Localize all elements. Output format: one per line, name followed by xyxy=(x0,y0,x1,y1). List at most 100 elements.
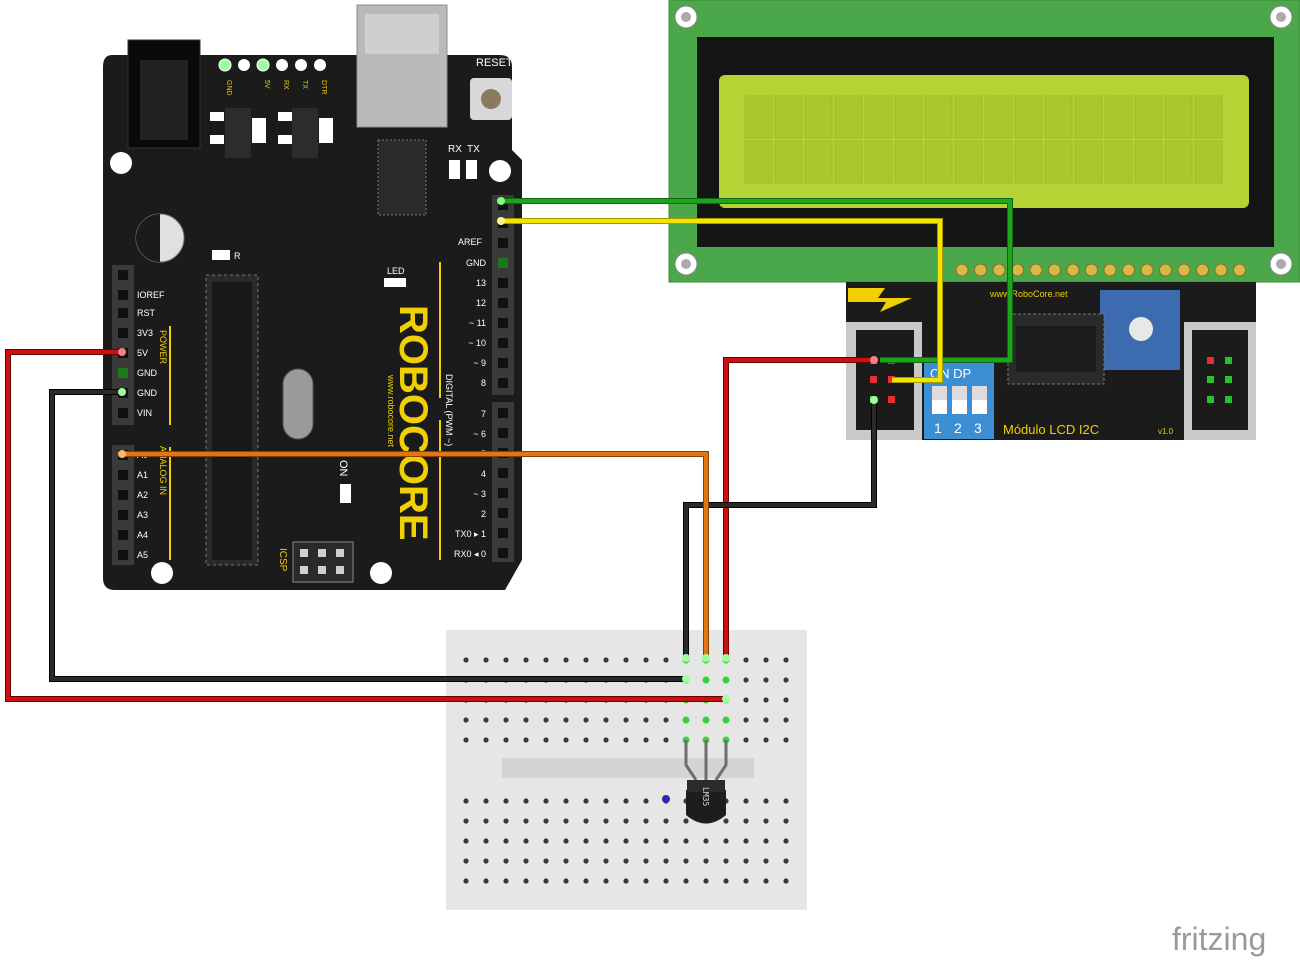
breadboard-hole xyxy=(643,737,649,743)
breadboard-hole xyxy=(743,838,749,844)
breadboard-hole xyxy=(743,818,749,824)
wire-red-5v[interactable] xyxy=(6,350,726,701)
wire-black-lcd-gnd[interactable] xyxy=(684,400,876,658)
digital-pin-label: 12 xyxy=(476,298,486,308)
breadboard-hole xyxy=(503,717,509,723)
breadboard-hole xyxy=(722,716,730,724)
lcd-pin xyxy=(974,263,987,277)
breadboard-hole xyxy=(623,878,629,884)
breadboard-hole xyxy=(543,657,549,663)
lcd-pin xyxy=(1196,263,1209,277)
digital-title: DIGITAL (PWM ~) xyxy=(444,374,454,446)
wire-yellow-scl[interactable] xyxy=(501,219,942,382)
power-pin-label: GND xyxy=(137,368,158,378)
lcd-pin xyxy=(992,263,1006,277)
breadboard-hole xyxy=(763,677,769,683)
breadboard-hole xyxy=(763,717,769,723)
wire-black-gnd[interactable] xyxy=(50,390,686,681)
breadboard-hole xyxy=(603,657,609,663)
breadboard-hole xyxy=(563,878,569,884)
digital-pin-label: ~ 3 xyxy=(473,489,486,499)
breadboard-hole xyxy=(603,818,609,824)
wire-green-sda[interactable] xyxy=(501,199,1012,362)
breadboard-hole xyxy=(663,717,669,723)
led-label: LED xyxy=(387,266,405,276)
lm35-sensor: LM35 xyxy=(684,740,728,824)
wire-orange-a0[interactable] xyxy=(122,452,708,658)
breadboard-hole xyxy=(463,818,469,824)
lcd-char-cell xyxy=(1074,95,1103,139)
breadboard-hole xyxy=(743,657,749,663)
lcd-char-cell xyxy=(924,140,953,184)
breadboard-hole xyxy=(783,657,789,663)
breadboard-hole xyxy=(623,737,629,743)
module-label: Módulo LCD I2C xyxy=(1003,422,1099,437)
wire-red-lcd-vcc[interactable] xyxy=(724,358,874,658)
power-pin-label: VIN xyxy=(137,408,152,418)
breadboard-hole xyxy=(763,657,769,663)
module-version: v1.0 xyxy=(1158,427,1174,436)
breadboard-hole xyxy=(603,798,609,804)
breadboard-hole xyxy=(623,717,629,723)
breadboard-hole xyxy=(663,858,669,864)
dip-number: 2 xyxy=(954,420,962,436)
breadboard-hole xyxy=(682,716,690,724)
breadboard-hole xyxy=(623,657,629,663)
breadboard-hole xyxy=(503,878,509,884)
wires xyxy=(5,198,1013,702)
arduino-board: GND 5V RX TX DTR RESET RX TX R LED xyxy=(103,4,522,590)
breadboard-hole xyxy=(763,878,769,884)
digital-pin-label: RX0 ◂ 0 xyxy=(454,549,486,559)
breadboard-hole xyxy=(503,657,509,663)
lcd-char-cell xyxy=(1014,140,1043,184)
module-url: www.RoboCore.net xyxy=(989,289,1068,299)
digital-pin-label: ~ 11 xyxy=(469,318,486,328)
reset-label: RESET xyxy=(476,57,513,69)
lcd-char-cell xyxy=(1134,95,1163,139)
breadboard-hole xyxy=(723,858,729,864)
top-header-label-5v: 5V xyxy=(263,80,270,89)
digital-header-low xyxy=(492,402,514,562)
on-label: ON xyxy=(337,460,349,477)
analog-header xyxy=(112,445,134,565)
digital-pin-label: ~ 6 xyxy=(473,429,486,439)
breadboard-hole xyxy=(763,798,769,804)
lcd-char-cell xyxy=(1014,95,1043,139)
breadboard-hole xyxy=(763,818,769,824)
breadboard-hole xyxy=(743,858,749,864)
lcd-pin xyxy=(1085,263,1098,277)
breadboard-hole xyxy=(702,676,710,684)
breadboard-hole xyxy=(643,657,649,663)
lcd-pin xyxy=(955,263,969,277)
breadboard-hole xyxy=(643,878,649,884)
breadboard-hole xyxy=(723,878,729,884)
lcd-pin xyxy=(1233,263,1246,277)
power-pin-label: IOREF xyxy=(137,290,165,300)
lcd-char-cell xyxy=(864,95,893,139)
breadboard-hole xyxy=(523,657,529,663)
breadboard-hole xyxy=(783,838,789,844)
breadboard-hole xyxy=(583,657,589,663)
breadboard-hole xyxy=(702,716,710,724)
wire-black-lcd-gnd[interactable] xyxy=(683,400,877,658)
lcd-char-cell xyxy=(774,95,803,139)
breadboard-hole xyxy=(523,858,529,864)
breadboard-hole xyxy=(463,717,469,723)
breadboard-hole xyxy=(463,657,469,663)
breadboard-hole xyxy=(703,858,709,864)
analog-title: ANALOG IN xyxy=(158,446,168,495)
analog-pin-label: A5 xyxy=(137,550,148,560)
digital-pin-label: 8 xyxy=(481,378,486,388)
breadboard-hole xyxy=(563,657,569,663)
breadboard-hole xyxy=(603,838,609,844)
breadboard-hole xyxy=(483,818,489,824)
breadboard-hole xyxy=(483,737,489,743)
lcd-char-cell xyxy=(1104,95,1133,139)
breadboard-hole xyxy=(783,677,789,683)
breadboard-hole xyxy=(523,717,529,723)
breadboard-hole xyxy=(463,858,469,864)
breadboard-hole xyxy=(683,858,689,864)
digital-pin-label: 4 xyxy=(481,469,486,479)
lcd-pin xyxy=(1048,263,1061,277)
breadboard-hole xyxy=(663,657,669,663)
